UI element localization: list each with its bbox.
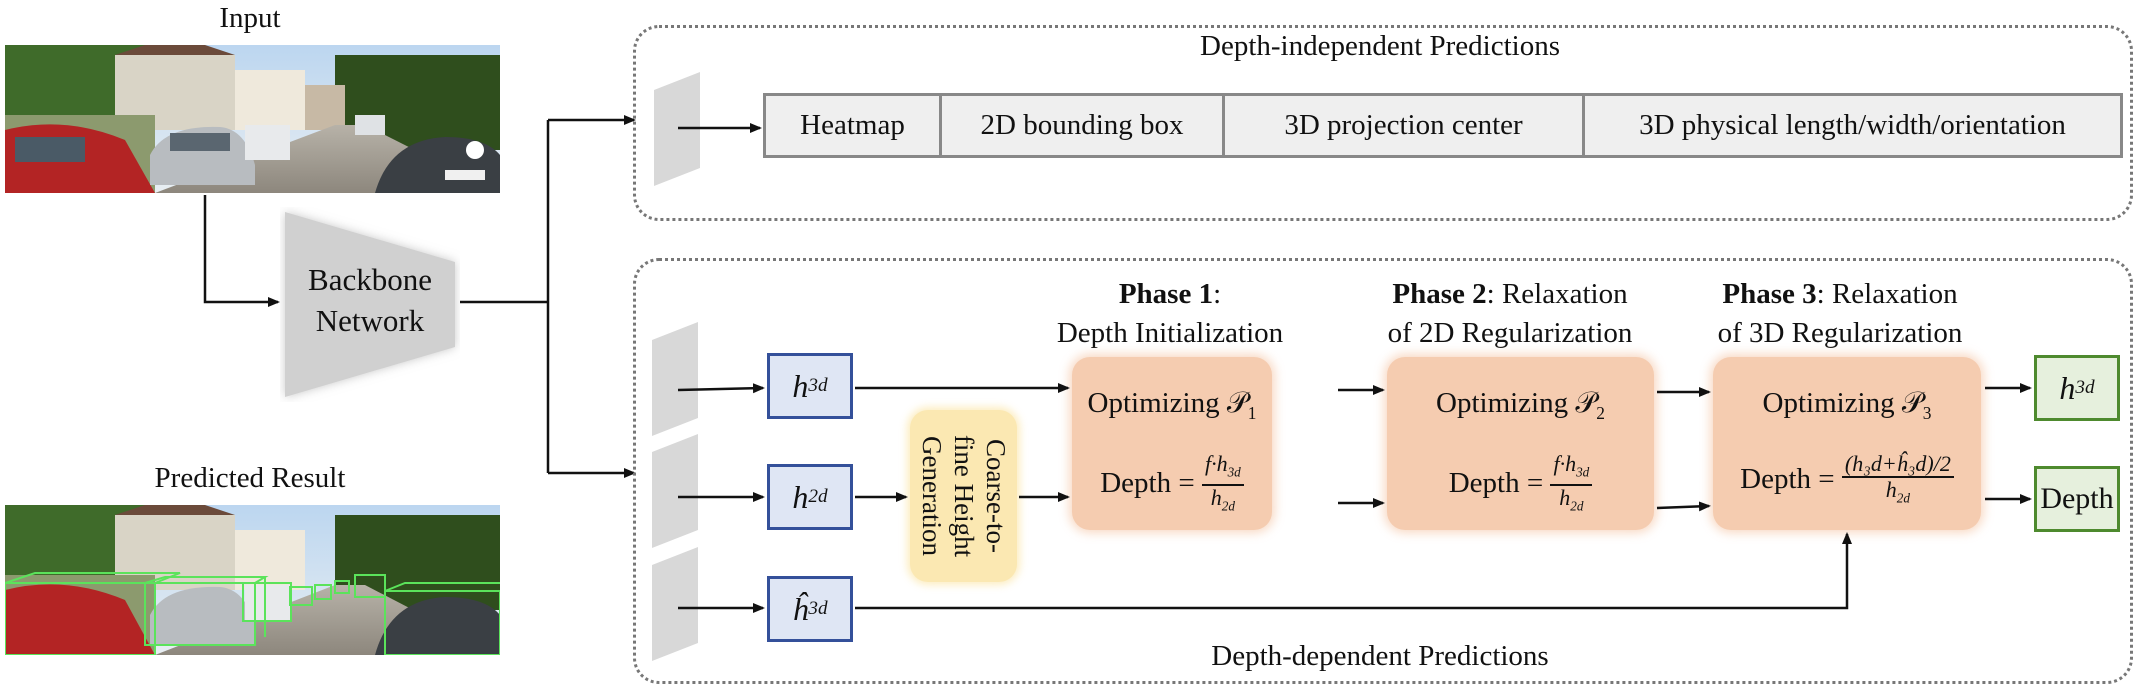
phase1-num: f·h — [1204, 451, 1228, 476]
phase3-depth-formula: Depth = (h₃d+ĥ₃d)/2 h2d — [1713, 452, 1981, 510]
backbone-label-line1: Backbone — [308, 262, 432, 297]
predicted-result-image — [5, 505, 500, 655]
phase2-fraction: f·h3d h2d — [1550, 451, 1593, 519]
phase2-depth-label: Depth = — [1448, 467, 1544, 500]
phase3-num: (h₃d+ĥ₃d)/2 — [1844, 451, 1951, 476]
phase2-num: f·h — [1553, 451, 1577, 476]
phase1-depth-formula: Depth = f·h3d h2d — [1072, 452, 1272, 519]
phase3-opt-sub: 3 — [1922, 402, 1932, 423]
dependent-feature-slab-1 — [650, 320, 700, 438]
phase1-opt-sub: 1 — [1247, 402, 1257, 423]
phase2-den: h — [1559, 485, 1571, 511]
dependent-feature-slab-2 — [650, 432, 700, 550]
phase3-depth-label: Depth = — [1740, 462, 1835, 495]
phase2-title-bold: Phase 2 — [1392, 278, 1487, 310]
input-street-image — [5, 45, 500, 193]
phase1-den-sub: 2d — [1221, 498, 1235, 514]
head-hhat-base: ĥ — [792, 590, 809, 627]
phase2-opt-sub: 2 — [1596, 402, 1605, 423]
independent-prediction-table: Heatmap 2D bounding box 3D projection ce… — [763, 93, 2123, 158]
phase3-opt-text: Optimizing 𝒫 — [1762, 387, 1923, 419]
phase2-title-rest: : Relaxation — [1486, 278, 1628, 310]
phase3-box: Optimizing 𝒫3 Depth = (h₃d+ĥ₃d)/2 h2d — [1713, 357, 1981, 530]
coarse-to-fine-height-generation: Coarse-to- fine Height Generation — [910, 410, 1017, 582]
phase2-depth-formula: Depth = f·h3d h2d — [1387, 452, 1654, 519]
phase2-subtitle: of 2D Regularization — [1387, 317, 1633, 349]
phase2-optimizing: Optimizing 𝒫2 — [1387, 387, 1654, 424]
cell-3d-projection-center: 3D projection center — [1225, 96, 1585, 155]
phase1-title-rest: : — [1213, 278, 1222, 310]
phase1-num-sub: 3d — [1227, 464, 1241, 480]
output-h3d-base: h — [2059, 369, 2076, 406]
head-h2d-sub: 2d — [808, 486, 828, 507]
cell-3d-physical: 3D physical length/width/orientation — [1639, 109, 2066, 141]
head-h3d-base: h — [792, 367, 809, 404]
phase2-num-sub: 3d — [1576, 464, 1590, 480]
output-h3d-sub: 3d — [2075, 377, 2095, 398]
depth-dependent-panel — [633, 258, 2133, 684]
independent-feature-slab — [652, 70, 702, 188]
phase1-fraction: f·h3d h2d — [1201, 451, 1244, 519]
phase3-subtitle: of 3D Regularization — [1717, 317, 1963, 349]
head-hhat-sub: 3d — [808, 598, 828, 619]
phase1-title: Phase 1: — [1020, 278, 1320, 311]
head-h2d-base: h — [792, 478, 809, 515]
backbone-network — [280, 207, 460, 402]
head-h3d-sub: 3d — [808, 375, 828, 396]
phase3-fraction: (h₃d+ĥ₃d)/2 h2d — [1841, 451, 1954, 510]
phase1-optimizing: Optimizing 𝒫1 — [1072, 387, 1272, 424]
phase1-title-bold: Phase 1 — [1118, 278, 1214, 310]
phase2-den-sub: 2d — [1570, 498, 1584, 514]
depth-dependent-title: Depth-dependent Predictions — [1211, 640, 1549, 672]
backbone-label-line2: Network — [315, 303, 425, 338]
phase1-depth-label: Depth = — [1100, 467, 1195, 500]
output-depth: Depth — [2034, 466, 2120, 532]
phase3-den-sub: 2d — [1896, 490, 1910, 506]
phase3-title-rest: : Relaxation — [1816, 278, 1958, 310]
depth-independent-panel — [633, 25, 2133, 221]
phase3-den: h — [1885, 477, 1897, 502]
cell-2d-bounding-box: 2D bounding box — [942, 96, 1225, 155]
phase1-opt-text: Optimizing 𝒫 — [1087, 387, 1248, 419]
phase1-box: Optimizing 𝒫1 Depth = f·h3d h2d — [1072, 357, 1272, 530]
phase3-optimizing: Optimizing 𝒫3 — [1713, 387, 1981, 424]
phase3-title: Phase 3: Relaxation — [1700, 278, 1980, 311]
phase2-box: Optimizing 𝒫2 Depth = f·h3d h2d — [1387, 357, 1654, 530]
phase2-opt-text: Optimizing 𝒫 — [1436, 387, 1597, 419]
cell-heatmap: Heatmap — [766, 96, 942, 155]
phase1-den: h — [1210, 485, 1222, 511]
input-label: Input — [219, 2, 281, 34]
phase3-title-bold: Phase 3 — [1722, 278, 1817, 310]
dependent-feature-slab-3 — [650, 545, 700, 663]
phase2-title: Phase 2: Relaxation — [1370, 278, 1650, 311]
depth-independent-title: Depth-independent Predictions — [1200, 30, 1560, 62]
predicted-result-label: Predicted Result — [154, 462, 346, 494]
phase1-subtitle: Depth Initialization — [1056, 317, 1284, 349]
